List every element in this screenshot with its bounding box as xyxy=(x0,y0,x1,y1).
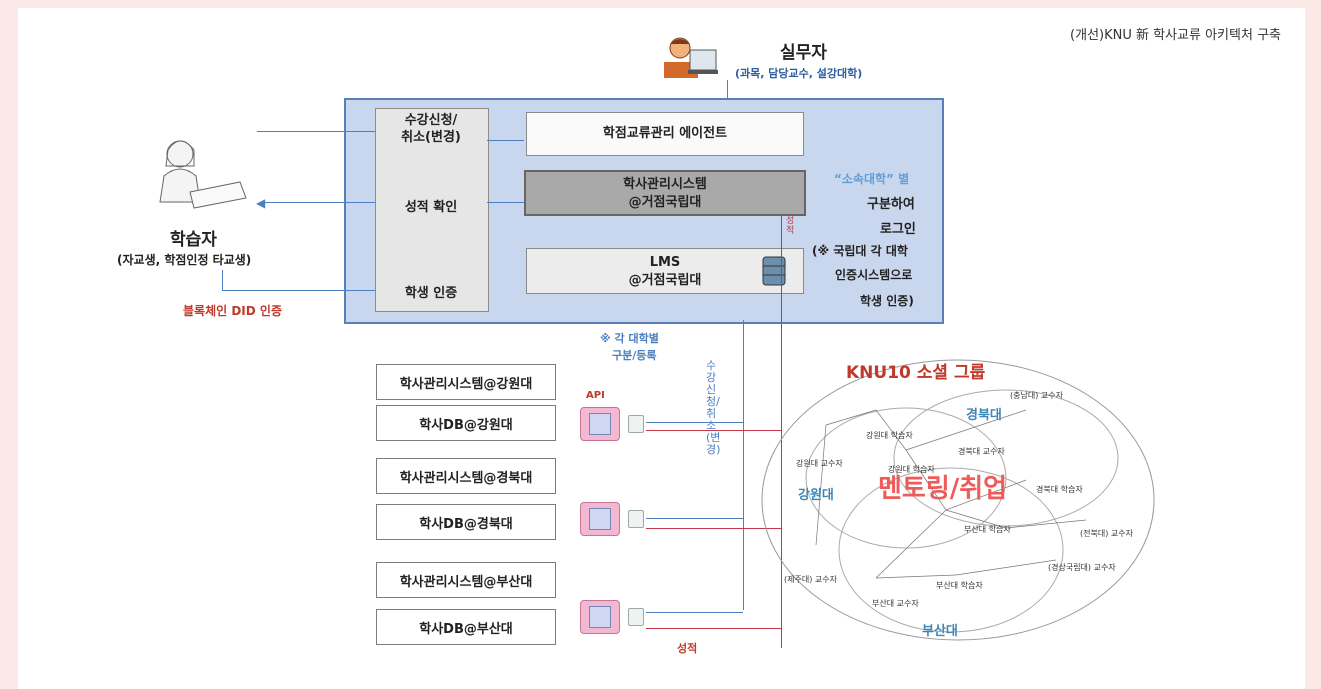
node-label: 경북대 교수자 xyxy=(958,447,1005,456)
database-icon xyxy=(762,256,786,286)
node-label: (전북대) 교수자 xyxy=(1080,529,1133,538)
uni-db-box: 학사DB@강원대 xyxy=(376,405,556,441)
lms-box: LMS @거점국립대 xyxy=(526,248,804,294)
connector xyxy=(727,80,728,98)
connector xyxy=(487,140,524,141)
db-api-icon xyxy=(580,600,620,634)
blockchain-did-label: 블록체인 DID 인증 xyxy=(183,304,282,318)
connector xyxy=(646,628,781,629)
social-group-diagram xyxy=(761,359,1155,641)
student-auth-label: 학생 인증 xyxy=(404,286,458,301)
node-label: 강원대 학습자 xyxy=(866,431,913,440)
region-label: 강원대 xyxy=(798,488,834,503)
connector xyxy=(646,518,743,519)
connector xyxy=(222,290,375,291)
grade-vertical-label: 성적 xyxy=(786,216,795,236)
left-service-column xyxy=(375,108,489,312)
node-label: 부산대 학습자 xyxy=(936,581,983,590)
uni-system-box: 학사관리시스템@경북대 xyxy=(376,458,556,494)
practitioner-title: 실무자 xyxy=(780,43,827,63)
learner-subtitle: (자교생, 학점인정 타교생) xyxy=(117,253,252,267)
connector xyxy=(222,270,223,290)
connector xyxy=(257,131,375,132)
learner-icon xyxy=(159,140,247,209)
register-note-1: ※ 각 대학별 xyxy=(600,332,659,345)
region-label: 부산대 xyxy=(922,624,958,639)
note-quote: “소속대학” 별 xyxy=(834,172,910,186)
uni-db-box: 학사DB@부산대 xyxy=(376,609,556,645)
grade-label: 성적 xyxy=(677,642,698,655)
lms-line1: LMS xyxy=(649,255,681,270)
gear-icon xyxy=(628,510,644,528)
uni-system-label: 학사관리시스템@부산대 xyxy=(399,574,533,590)
db-api-icon xyxy=(580,407,620,441)
course-registration-label: 수강신청/ 취소(변경) xyxy=(401,113,461,145)
uni-system-label: 학사관리시스템@경북대 xyxy=(399,470,533,486)
node-label: (충남대) 교수자 xyxy=(1010,391,1063,400)
region-label: 경북대 xyxy=(966,408,1002,423)
uni-db-box: 학사DB@경북대 xyxy=(376,504,556,540)
connector xyxy=(646,430,781,431)
haksa-system-box: 학사관리시스템 @거점국립대 xyxy=(524,170,806,216)
connector xyxy=(262,202,375,203)
register-note-2: 구분/등록 xyxy=(612,349,657,362)
haksa-line2: @거점국립대 xyxy=(628,195,702,210)
note-line4: (※ 국립대 각 대학 xyxy=(812,244,908,258)
uni-system-box: 학사관리시스템@부산대 xyxy=(376,562,556,598)
uni-db-label: 학사DB@경북대 xyxy=(419,516,513,532)
gear-icon xyxy=(628,608,644,626)
course-line xyxy=(743,320,744,610)
uni-system-box: 학사관리시스템@강원대 xyxy=(376,364,556,400)
connector xyxy=(646,612,743,613)
gear-icon xyxy=(628,415,644,433)
uni-system-label: 학사관리시스템@강원대 xyxy=(399,376,533,392)
note-line2: 구분하여 xyxy=(867,197,915,212)
lms-line2: @거점국립대 xyxy=(628,273,702,288)
node-label: 경북대 학습자 xyxy=(1036,485,1083,494)
grade-line xyxy=(781,216,782,648)
node-label: 부산대 교수자 xyxy=(872,599,919,608)
haksa-line1: 학사관리시스템 xyxy=(623,177,707,192)
node-label: 부산대 학습자 xyxy=(964,525,1011,534)
practitioner-icon xyxy=(664,37,718,78)
note-line6: 학생 인증) xyxy=(860,294,914,308)
figure-caption: (개선)KNU 新 학사교류 아키텍처 구축 xyxy=(1070,28,1281,43)
connector xyxy=(487,202,524,203)
note-line3: 로그인 xyxy=(880,222,916,237)
uni-db-label: 학사DB@부산대 xyxy=(419,621,513,637)
connector xyxy=(646,422,743,423)
node-label: 강원대 학습자 xyxy=(888,465,935,474)
note-line5: 인증시스템으로 xyxy=(835,268,913,282)
connector xyxy=(646,528,781,529)
node-label: (경상국립대) 교수자 xyxy=(1048,563,1116,572)
node-label: (제주대) 교수자 xyxy=(784,575,837,584)
learner-title: 학습자 xyxy=(170,230,217,250)
api-label: API xyxy=(586,390,605,401)
course-vertical-label: 수강신청/취소(변경) xyxy=(706,359,721,456)
uni-db-label: 학사DB@강원대 xyxy=(419,417,513,433)
agent-label: 학점교류관리 에이전트 xyxy=(602,126,728,141)
db-api-icon xyxy=(580,502,620,536)
social-group-title: KNU10 소셜 그룹 xyxy=(846,363,986,383)
arrow-left-icon: ◀ xyxy=(256,196,266,210)
mentoring-label: 멘토링/취업 xyxy=(878,474,1008,504)
practitioner-subtitle: (과목, 담당교수, 설강대학) xyxy=(735,67,863,80)
node-label: 강원대 교수자 xyxy=(796,459,843,468)
agent-box: 학점교류관리 에이전트 xyxy=(526,112,804,156)
grade-check-label: 성적 확인 xyxy=(404,200,458,215)
